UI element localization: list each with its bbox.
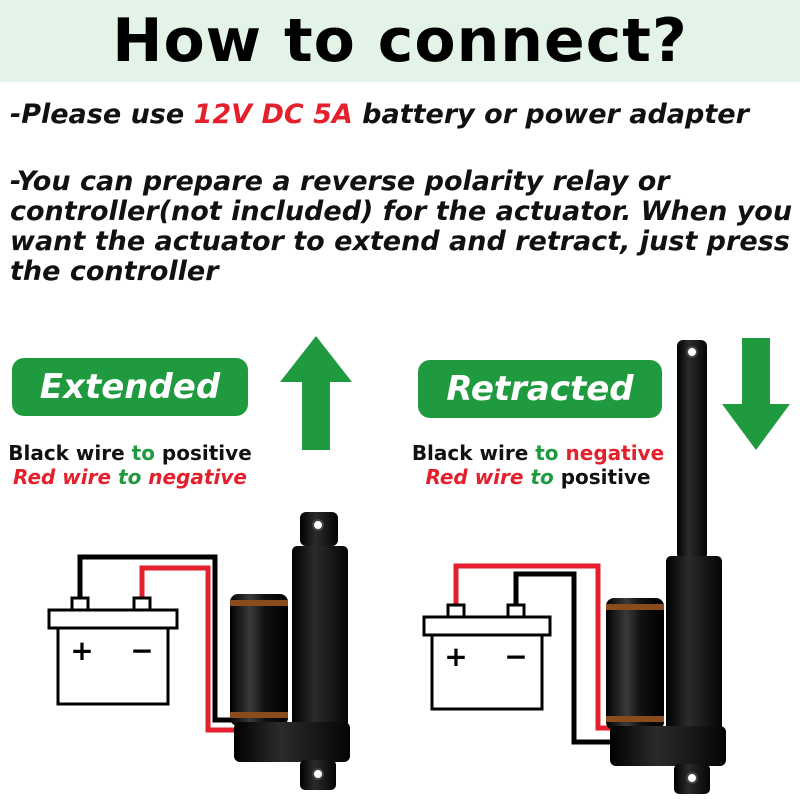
wire-text: Red wire	[13, 465, 119, 489]
actuator-retracted	[606, 340, 726, 794]
battery-minus-label: −	[130, 634, 153, 667]
arrow-down-icon	[722, 338, 790, 450]
wire-text: Black wire	[8, 441, 132, 465]
battery-plus-label: +	[70, 634, 93, 667]
wire-text-to: to	[118, 465, 142, 489]
wire-text-to: to	[530, 465, 554, 489]
battery-icon: + −	[422, 603, 552, 711]
retracted-wire-line-2: Red wire to positive	[406, 465, 670, 489]
extended-wire-line-2: Red wire to negative	[0, 465, 260, 489]
power-instruction: -Please use 12V DC 5A battery or power a…	[10, 100, 795, 130]
wire-text: negative	[558, 441, 665, 465]
wire-text: positive	[553, 465, 651, 489]
header-banner: How to connect?	[0, 0, 800, 82]
battery-icon: + −	[47, 596, 179, 706]
wire-text-to: to	[131, 441, 155, 465]
battery-plus-label: +	[444, 640, 467, 673]
wire-text: Red wire	[425, 465, 531, 489]
page-title: How to connect?	[112, 6, 688, 76]
retracted-wire-line-1: Black wire to negative	[406, 441, 670, 465]
extended-wiring	[77, 554, 236, 733]
wire-text: positive	[154, 441, 252, 465]
retracted-label: Retracted	[418, 360, 662, 418]
wire-text: Black wire	[411, 441, 536, 465]
actuator-extended	[230, 512, 350, 790]
voltage-spec: 12V DC 5A	[193, 99, 353, 130]
extended-label: Extended	[12, 358, 248, 416]
battery-minus-label: −	[504, 640, 527, 673]
arrow-up-icon	[280, 336, 352, 450]
extended-wire-line-1: Black wire to positive	[0, 441, 260, 465]
power-instruction-suffix: battery or power adapter	[352, 99, 749, 130]
wire-text: negative	[141, 465, 247, 489]
retracted-wiring	[453, 563, 612, 745]
power-instruction-prefix: -Please use	[10, 99, 194, 130]
wire-text-to: to	[535, 441, 559, 465]
controller-instruction: -You can prepare a reverse polarity rela…	[10, 166, 793, 287]
